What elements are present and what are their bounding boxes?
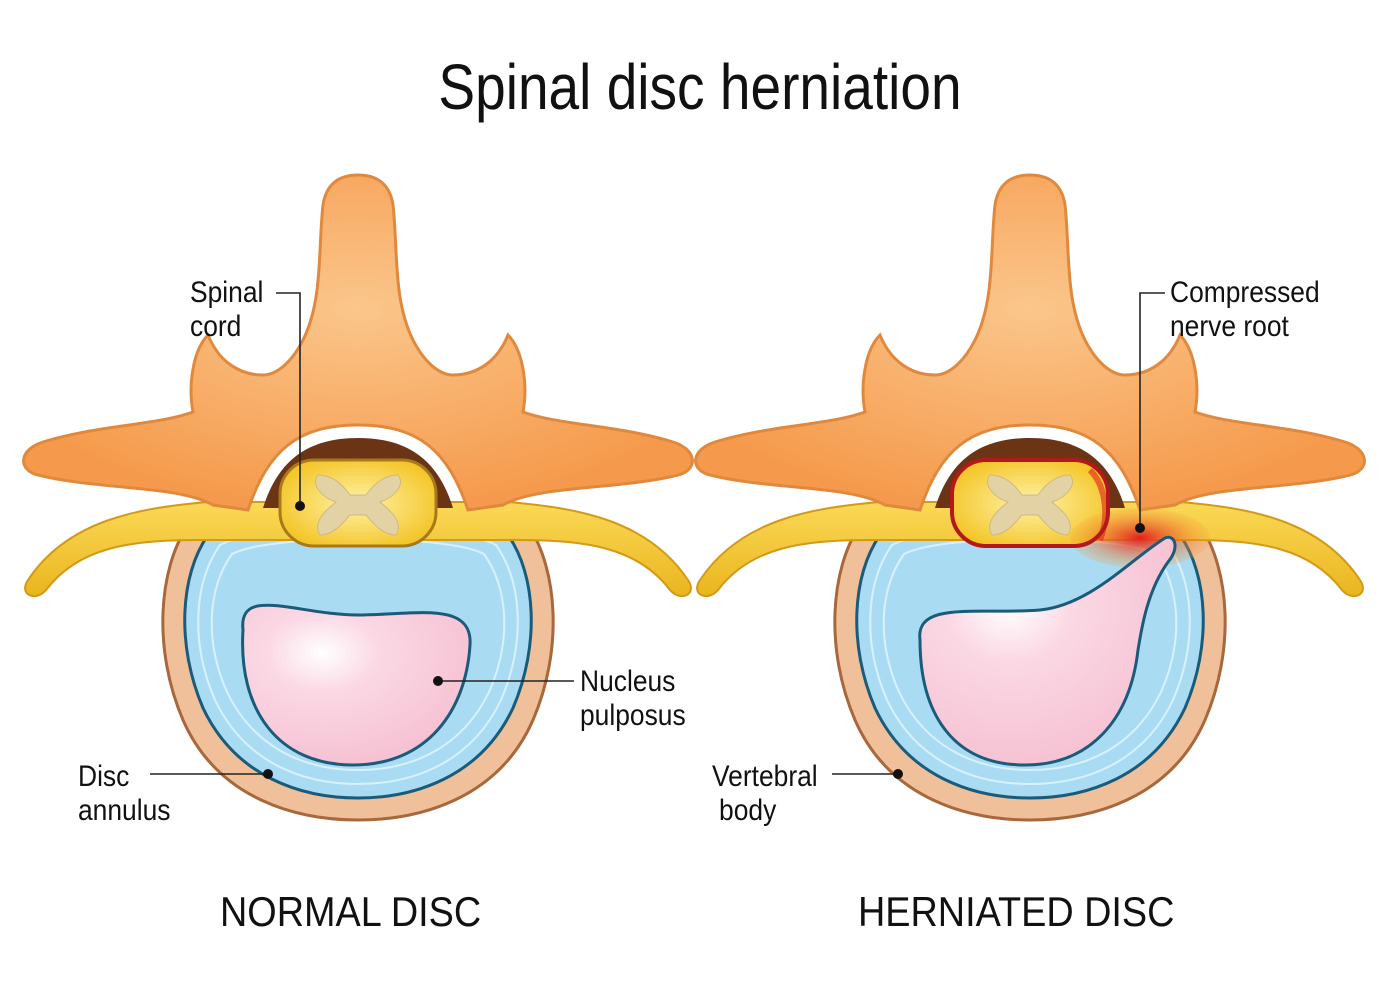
leader-dots bbox=[263, 501, 1145, 779]
label-vertebral-line1: Vertebral bbox=[712, 760, 818, 793]
label-spinal-cord-line2: cord bbox=[190, 310, 242, 343]
herniated-vertebra bbox=[694, 173, 1366, 822]
caption-herniated-disc: HERNIATED DISC bbox=[858, 888, 1175, 935]
label-spinal-cord-line1: Spinal bbox=[190, 276, 264, 309]
leader-lines bbox=[150, 292, 1165, 775]
label-nucleus-line2: pulposus bbox=[580, 699, 686, 732]
normal-vertebra bbox=[22, 173, 694, 822]
label-vertebral-body: Vertebral body bbox=[712, 760, 818, 828]
label-disc-annulus: Disc annulus bbox=[78, 760, 170, 828]
label-annulus-line1: Disc bbox=[78, 760, 130, 793]
label-annulus-line2: annulus bbox=[78, 794, 171, 827]
label-spinal-cord: Spinal cord bbox=[190, 276, 263, 344]
page-title: Spinal disc herniation bbox=[438, 51, 962, 123]
label-nerve-root-line1: Compressed bbox=[1170, 276, 1320, 309]
label-nerve-root-line2: nerve root bbox=[1170, 310, 1289, 343]
label-vertebral-line2: body bbox=[719, 794, 777, 827]
caption-normal-disc: NORMAL DISC bbox=[220, 888, 482, 935]
label-nucleus-line1: Nucleus bbox=[580, 665, 676, 698]
label-nucleus-pulposus: Nucleus pulposus bbox=[580, 665, 686, 733]
label-compressed-nerve-root: Compressed nerve root bbox=[1170, 276, 1320, 344]
